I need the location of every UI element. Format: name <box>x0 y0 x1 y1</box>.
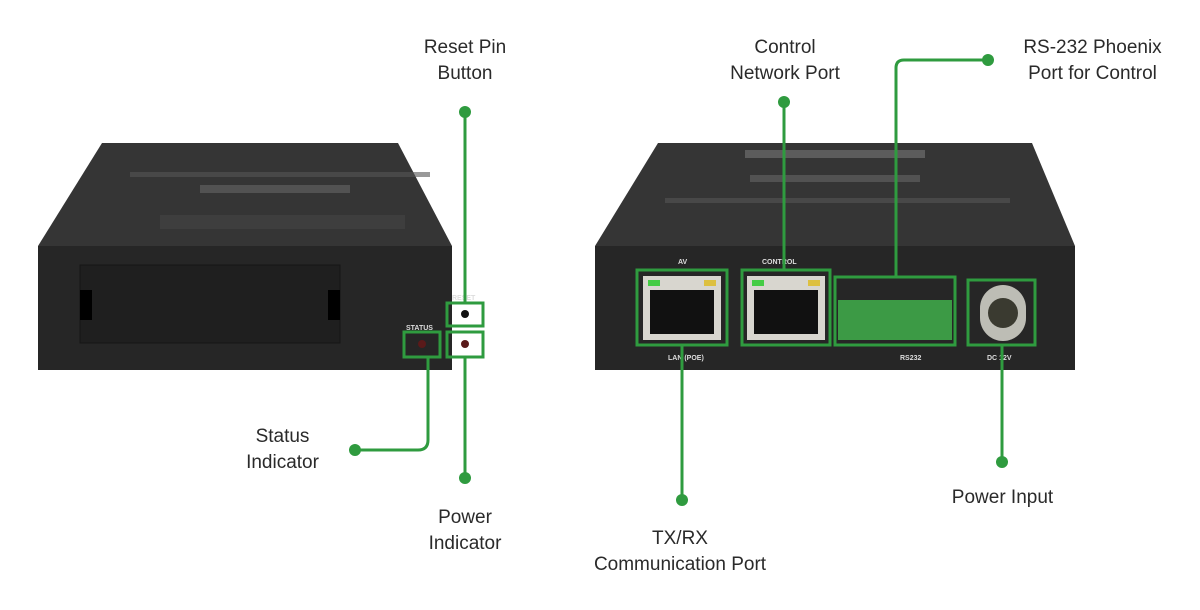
callout-line: Communication Port <box>593 554 767 575</box>
lan-label: LAN (POE) <box>668 355 704 362</box>
callout-rs232: RS-232 Phoenix Port for Control <box>1010 35 1175 87</box>
callout-line: RS-232 Phoenix <box>1023 37 1162 58</box>
dc-label: DC 12V <box>987 355 1012 362</box>
callout-line: TX/RX <box>652 528 708 549</box>
callout-line: Reset Pin <box>423 37 507 58</box>
callout-status: Status Indicator <box>230 424 335 476</box>
callout-dots <box>349 54 1008 506</box>
callout-line: Control <box>754 37 816 58</box>
callout-line: Indicator <box>246 452 319 473</box>
callout-line: Power Input <box>951 487 1054 508</box>
callout-line: Network Port <box>730 63 840 84</box>
logo-mark <box>160 215 405 229</box>
callout-line: Power <box>438 507 492 528</box>
callout-line: Indicator <box>428 533 502 554</box>
callout-lines <box>355 58 1037 500</box>
callout-line: Status <box>255 426 310 447</box>
control-label: CONTROL <box>762 259 797 266</box>
callout-txrx: TX/RX Communication Port <box>570 526 790 578</box>
left-device-panel <box>79 264 341 344</box>
status-label: STATUS <box>406 325 433 332</box>
callout-power-input: Power Input <box>930 485 1075 511</box>
callout-control-port: Control Network Port <box>705 35 865 87</box>
callout-power-indicator: Power Indicator <box>405 505 525 557</box>
callout-line: Port for Control <box>1028 63 1157 84</box>
logo-mark <box>745 150 925 158</box>
av-label: AV <box>678 259 688 266</box>
right-device-top <box>595 143 1075 246</box>
callout-reset: Reset Pin Button <box>405 35 525 87</box>
right-device: AV CONTROL LAN (POE) RS232 DC 12V <box>595 143 1075 370</box>
left-device-top <box>38 143 452 246</box>
left-device: RESET STATUS <box>38 143 476 370</box>
phoenix-connector <box>838 300 952 340</box>
callout-line: Button <box>437 63 493 84</box>
rs232-label: RS232 <box>900 355 922 362</box>
